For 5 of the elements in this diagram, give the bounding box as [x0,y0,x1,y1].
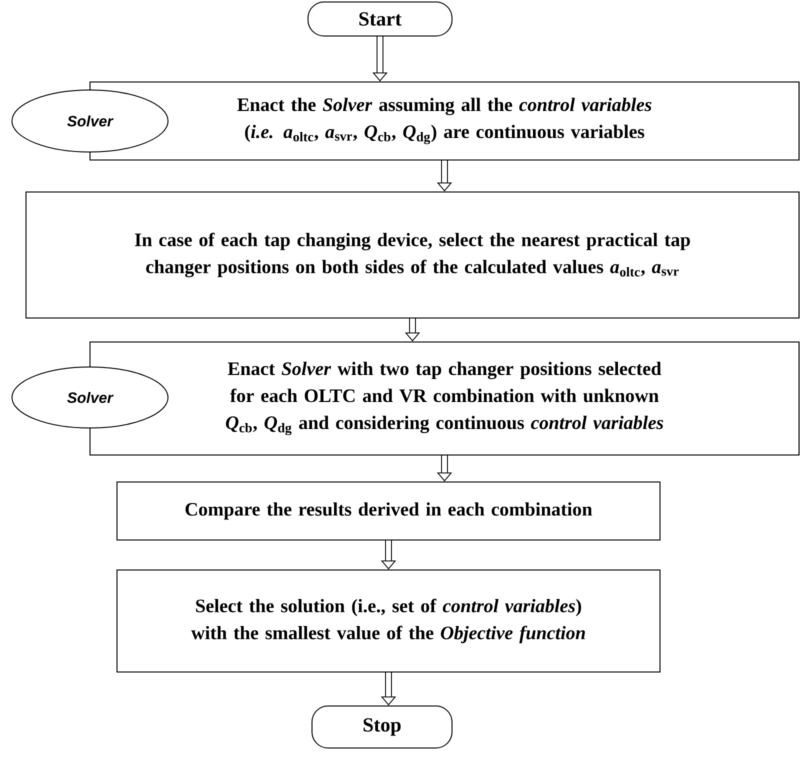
process-box: Select the solution (i.e., set of control variables) with the smallest value of the Objective function [116,569,660,672]
terminal-box: Stop [312,705,452,748]
process-box: In case of each tap changing device, select the nearest practical tap changer positions on both sides of the calculated values a$_{oltc}$, a$_{svr}$ [26,191,800,318]
process-box: Compare the results derived in each combination [116,481,660,540]
terminal-box: Start [308,2,452,36]
